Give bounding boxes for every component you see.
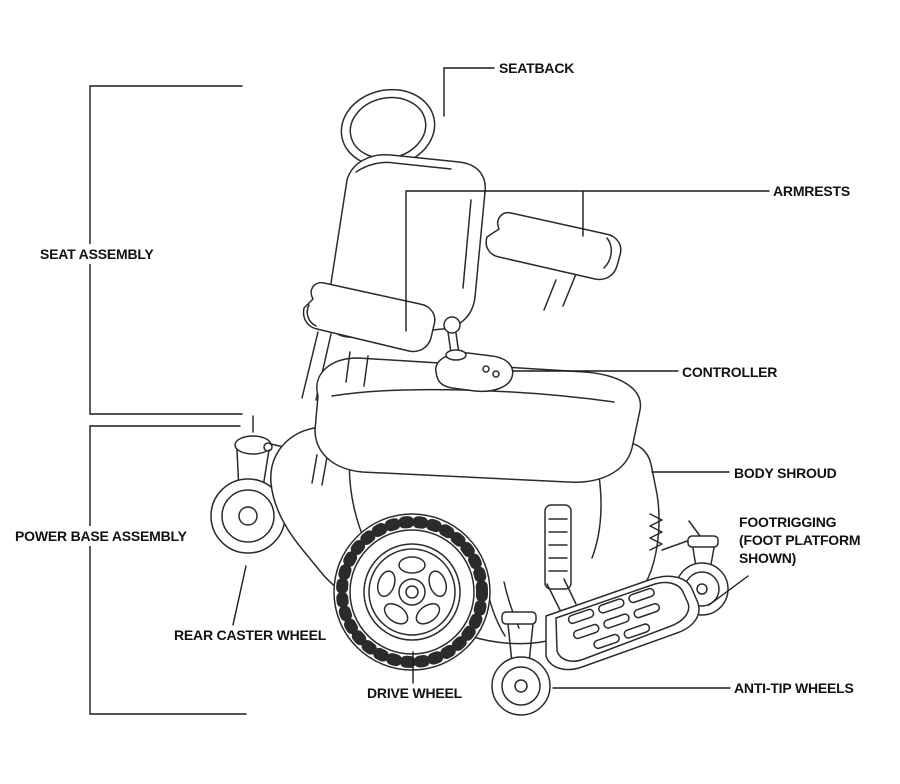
controller-art [435, 316, 514, 393]
headrest-art [340, 88, 436, 168]
label-armrests: ARMRESTS [773, 183, 850, 199]
leader-armrests [405, 190, 770, 332]
armrest-near-art [302, 281, 436, 387]
drive-wheel-art [333, 513, 491, 671]
label-seat-assembly: SEAT ASSEMBLY [37, 244, 157, 264]
leader-seatback [443, 67, 495, 117]
label-controller: CONTROLLER [682, 364, 778, 380]
rear-caster-wheel-art [210, 415, 313, 554]
label-rear-caster-wheel: REAR CASTER WHEEL [174, 627, 327, 643]
foot-platform-art [545, 575, 700, 671]
label-footrigging: FOOTRIGGING (FOOT PLATFORM SHOWN) [739, 513, 861, 567]
leader-rear-caster-wheel [232, 565, 247, 626]
label-footrigging-line3: SHOWN) [739, 550, 797, 566]
bracket-power-base-assembly [89, 425, 247, 715]
label-power-base-assembly: POWER BASE ASSEMBLY [12, 526, 190, 546]
armrest-far-art [485, 211, 622, 311]
label-body-shroud: BODY SHROUD [734, 465, 837, 481]
callout-lines [89, 67, 770, 715]
label-footrigging-line1: FOOTRIGGING [739, 514, 837, 530]
label-anti-tip-wheels: ANTI-TIP WHEELS [734, 680, 854, 696]
anti-tip-wheel-left-art [491, 611, 551, 716]
label-footrigging-line2: (FOOT PLATFORM [739, 532, 861, 548]
label-drive-wheel: DRIVE WHEEL [367, 685, 463, 701]
label-seatback: SEATBACK [499, 60, 575, 76]
leader-footrigging [708, 575, 749, 606]
